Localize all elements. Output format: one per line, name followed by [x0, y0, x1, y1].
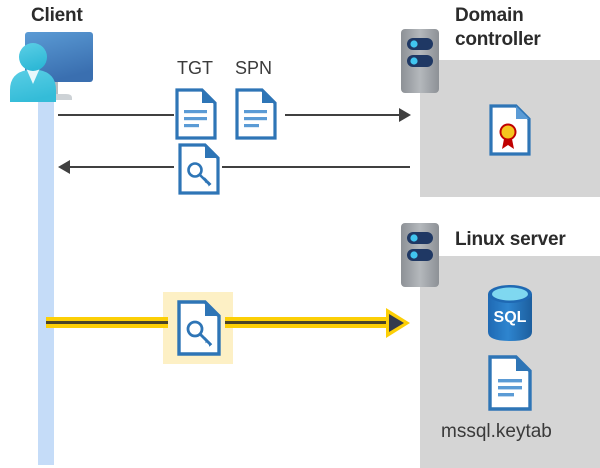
message-ticket-response-line-right	[222, 166, 410, 168]
document-icon	[488, 355, 532, 411]
message-tgt-spn-arrowhead	[399, 108, 411, 122]
ticket-key-document-icon	[178, 143, 220, 195]
server-icon	[400, 222, 440, 288]
document-icon	[235, 88, 277, 140]
message-ticket-response-line-left	[70, 166, 174, 168]
document-icon	[175, 88, 217, 140]
client-lifeline	[38, 78, 54, 465]
message-ticket-flow-line-left	[46, 317, 168, 328]
linux-server-title: Linux server	[455, 229, 566, 250]
server-icon	[400, 28, 440, 94]
svg-text:SQL: SQL	[494, 309, 527, 326]
client-user-monitor-icon	[4, 28, 96, 104]
message-tgt-spn-line-right	[285, 114, 399, 116]
client-title: Client	[31, 5, 83, 26]
message-spn-label: SPN	[235, 58, 273, 78]
message-tgt-label: TGT	[177, 58, 213, 78]
keytab-file-label: mssql.keytab	[441, 421, 552, 442]
ticket-key-document-icon	[177, 300, 221, 356]
message-ticket-flow-arrowhead-inner	[389, 314, 404, 332]
sql-database-icon: SQL	[484, 283, 536, 345]
domain-controller-title: Domain controller	[455, 5, 541, 50]
certificate-document-icon	[489, 104, 531, 156]
message-ticket-response-arrowhead	[58, 160, 70, 174]
message-tgt-spn-line-left	[58, 114, 174, 116]
message-ticket-flow-line-right	[225, 317, 388, 328]
